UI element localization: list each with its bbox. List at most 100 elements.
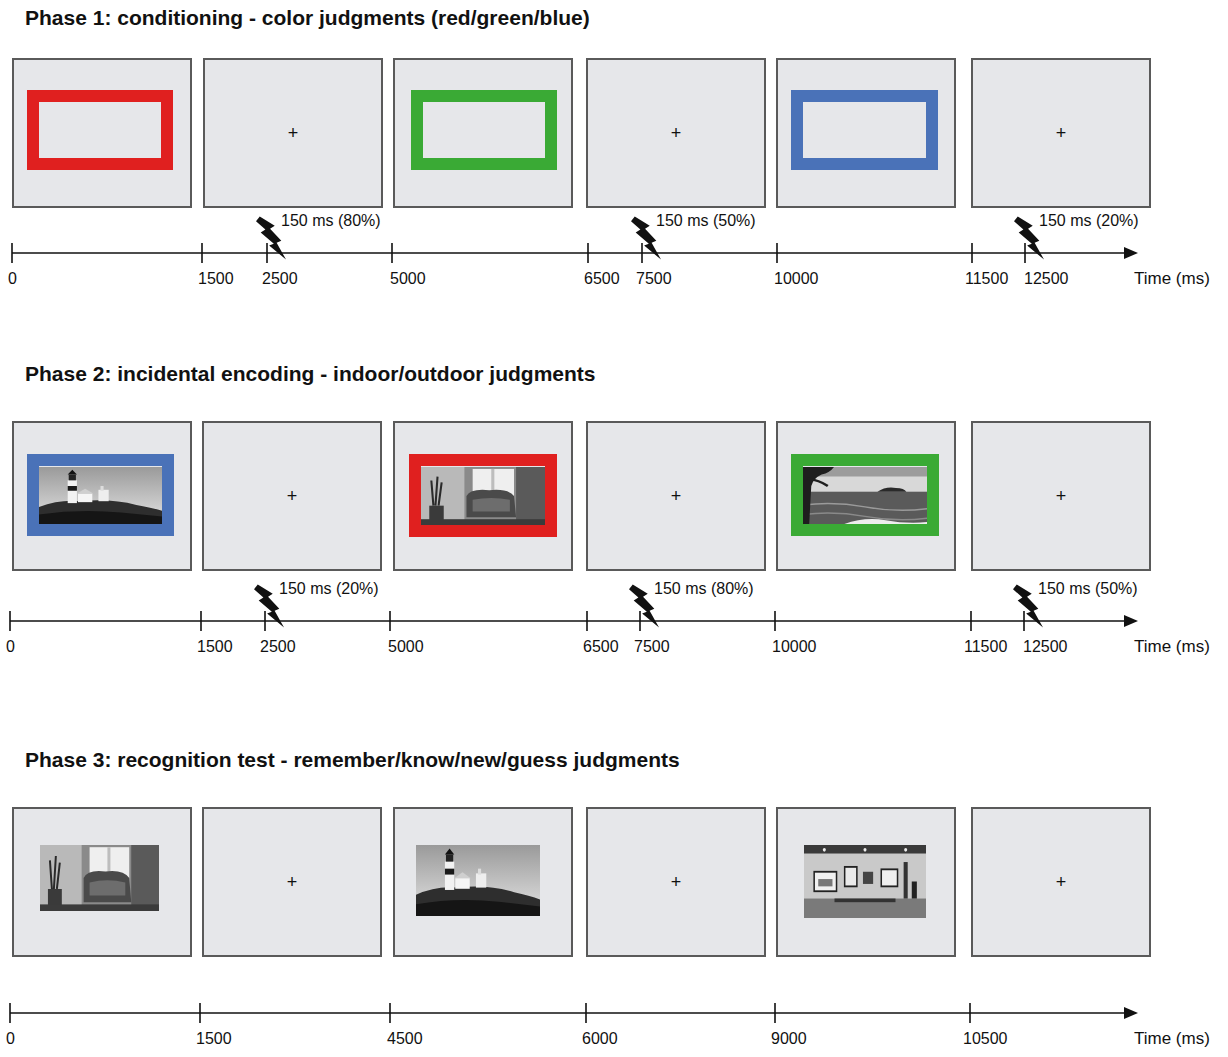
phase-title: Phase 1: conditioning - color judgments …	[25, 6, 590, 30]
fixation-cross: +	[1056, 487, 1067, 505]
fixation-cross: +	[1056, 124, 1067, 142]
axis-arrowhead	[1124, 615, 1138, 627]
fixation-cross: +	[287, 487, 298, 505]
timeline-axis	[391, 243, 393, 263]
timeline-axis	[9, 1003, 11, 1023]
tick-label: 7500	[636, 270, 672, 288]
timeline-axis	[389, 1003, 391, 1023]
tick-label: 6500	[583, 638, 619, 656]
axis-label: Time (ms)	[1134, 269, 1210, 289]
fixation-screen: +	[203, 58, 383, 208]
stimulus-screens	[777, 808, 955, 956]
fixation-screen: +	[971, 807, 1151, 957]
fixation-cross: +	[1056, 873, 1067, 891]
color-frames	[33, 96, 933, 531]
scene-photos	[416, 845, 540, 916]
tick-label: 0	[6, 1030, 15, 1048]
stimulus-screens	[394, 59, 572, 207]
shock-label: 150 ms (20%)	[1039, 212, 1139, 230]
timeline-axis	[10, 243, 1128, 1023]
shock-label: 150 ms (50%)	[656, 212, 756, 230]
shock-label: 150 ms (50%)	[1038, 580, 1138, 598]
scene-photos	[39, 467, 162, 524]
fixation-screen: +	[971, 58, 1151, 208]
tick-label: 6000	[582, 1030, 618, 1048]
color-frames	[797, 96, 932, 164]
timeline-axis	[9, 611, 11, 631]
fixation-cross: +	[287, 873, 298, 891]
timeline-axis	[641, 243, 643, 263]
tick-label: 2500	[262, 270, 298, 288]
tick-label: 0	[8, 270, 17, 288]
tick-label: 9000	[771, 1030, 807, 1048]
timeline-axis	[200, 611, 202, 631]
axis-label: Time (ms)	[1134, 1029, 1210, 1049]
scene-photos	[804, 845, 926, 918]
tick-label: 0	[6, 638, 15, 656]
scene-photos	[40, 845, 159, 911]
color-frames	[33, 460, 168, 530]
color-frames	[415, 460, 551, 531]
timeline-axis	[585, 1003, 587, 1023]
stimulus-screens	[394, 422, 572, 570]
tick-label: 10500	[963, 1030, 1008, 1048]
timeline-axis	[201, 243, 203, 263]
stimulus-screens	[13, 422, 191, 570]
timeline-axis	[774, 611, 776, 631]
timeline-axis	[264, 611, 266, 631]
axis-arrowhead	[1124, 247, 1138, 259]
fixation-cross: +	[671, 124, 682, 142]
tick-label: 12500	[1024, 270, 1069, 288]
timeline-axis	[969, 1003, 971, 1023]
fixation-cross: +	[671, 487, 682, 505]
shock-label: 150 ms (80%)	[281, 212, 381, 230]
axis-arrowhead	[1124, 1007, 1138, 1019]
color-frames	[797, 460, 933, 530]
timeline-axis	[586, 611, 588, 631]
fixation-screen: +	[586, 807, 766, 957]
tick-label: 2500	[260, 638, 296, 656]
tick-label: 7500	[634, 638, 670, 656]
stimulus-screens	[394, 808, 572, 956]
axis-label: Time (ms)	[1134, 637, 1210, 657]
stimulus-screens	[777, 59, 955, 207]
timeline-axis	[970, 611, 972, 631]
timeline-axis	[1023, 611, 1025, 631]
tick-label: 1500	[198, 270, 234, 288]
tick-label: 11500	[964, 638, 1007, 656]
fixation-cross: +	[288, 124, 299, 142]
tick-label: 4500	[387, 1030, 423, 1048]
tick-label: 12500	[1023, 638, 1068, 656]
tick-label: 10000	[772, 638, 817, 656]
tick-label: 10000	[774, 270, 819, 288]
tick-label: 5000	[390, 270, 426, 288]
tick-label: 11500	[965, 270, 1008, 288]
tick-label: 5000	[388, 638, 424, 656]
fixation-cross: +	[671, 873, 682, 891]
fixation-screen: +	[971, 421, 1151, 571]
fixation-screen: +	[202, 421, 382, 571]
timeline-axis	[11, 243, 13, 263]
scene-photos	[803, 467, 927, 524]
fixation-screen: +	[586, 58, 766, 208]
timeline-axis	[587, 243, 589, 263]
timeline-axis	[10, 620, 1128, 622]
color-frames	[417, 96, 551, 164]
timeline-axis	[266, 243, 268, 263]
timeline-axis	[10, 1012, 1128, 1014]
stimulus-screens	[13, 59, 955, 956]
fixation-screen: +	[202, 807, 382, 957]
shock-label: 150 ms (20%)	[279, 580, 379, 598]
stimulus-screens	[13, 808, 191, 956]
timeline-axis	[1024, 243, 1026, 263]
timeline-axis	[639, 611, 641, 631]
scene-photos	[39, 467, 927, 918]
timeline-axis	[971, 243, 973, 263]
timeline-axis	[389, 611, 391, 631]
stimulus-screens	[13, 59, 191, 207]
tick-label: 1500	[197, 638, 233, 656]
stimulus-screens	[777, 422, 955, 570]
color-frames	[33, 96, 167, 164]
fixation-screen: +	[586, 421, 766, 571]
